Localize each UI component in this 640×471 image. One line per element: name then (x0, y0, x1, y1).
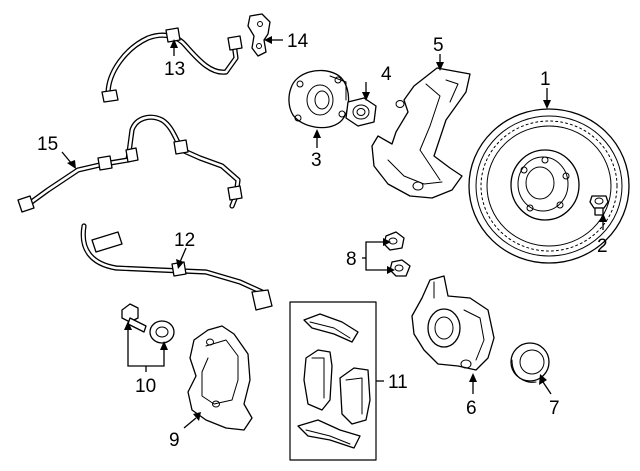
dust-shield (371, 67, 471, 199)
callout-numbers: 1 2 3 4 5 6 7 8 9 10 11 12 13 14 15 (37, 31, 608, 451)
brake-caliper (411, 275, 495, 371)
abs-sensor-lower (17, 114, 243, 213)
callout-15: 15 (37, 134, 58, 155)
callout-4: 4 (381, 64, 392, 85)
callout-7: 7 (549, 398, 560, 419)
brake-rotor (468, 108, 630, 264)
callout-2: 2 (597, 236, 608, 257)
callout-12: 12 (174, 230, 195, 251)
callout-1: 1 (540, 69, 551, 90)
hub-nut (345, 97, 377, 127)
callout-3: 3 (311, 150, 322, 171)
callout-10: 10 (135, 376, 156, 397)
abs-sensor-upper (101, 27, 243, 103)
sensor-bracket (247, 13, 271, 57)
caliper-bracket (187, 325, 253, 431)
brake-pad-kit (289, 301, 377, 461)
callout-14: 14 (287, 31, 309, 52)
leader-lines (61, 36, 607, 429)
callout-6: 6 (466, 398, 477, 419)
callout-9: 9 (169, 430, 180, 451)
callout-11: 11 (388, 372, 408, 393)
callout-13: 13 (164, 59, 185, 80)
wheel-hub (288, 69, 350, 129)
seal-ring (510, 342, 550, 383)
callout-5: 5 (433, 35, 444, 56)
guide-bolt (121, 303, 175, 344)
callout-8: 8 (346, 249, 357, 270)
wear-sensor (80, 223, 273, 311)
